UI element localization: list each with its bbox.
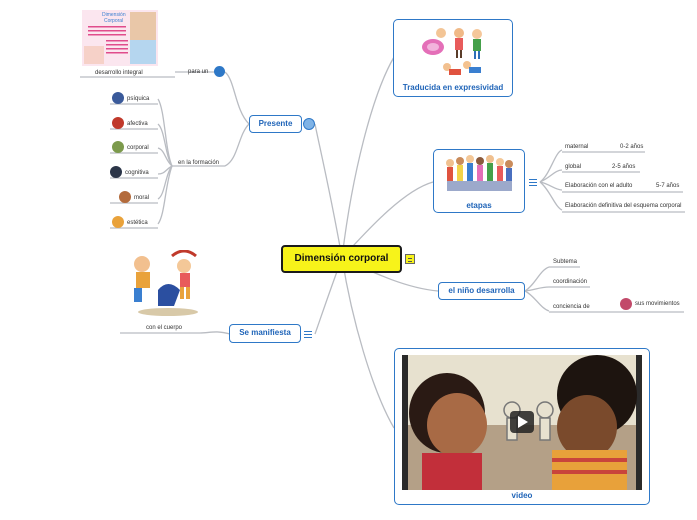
- kids-playing-image: [128, 250, 202, 320]
- dimension-poster-image: Dimensión Corporal: [82, 10, 158, 66]
- children-group-image: [446, 155, 513, 191]
- video-thumbnail[interactable]: [402, 355, 642, 490]
- poster-subtitle: Corporal: [104, 18, 123, 24]
- poster-title: Dimensión: [102, 12, 126, 18]
- nino-node[interactable]: el niño desarrolla: [438, 282, 525, 300]
- wordpress-icon[interactable]: [214, 66, 225, 77]
- formacion-item[interactable]: estética: [127, 220, 148, 226]
- link-traducida: [341, 56, 395, 259]
- girl-face-icon: [620, 298, 632, 310]
- central-node[interactable]: Dimensión corporal: [281, 245, 402, 273]
- etapas-title: etapas: [466, 201, 492, 210]
- traducida-node[interactable]: Traducida en expresividad: [393, 19, 513, 97]
- link-video: [341, 257, 395, 429]
- menu-lines-icon: [304, 331, 312, 338]
- nino-item[interactable]: conciencia de: [553, 304, 590, 310]
- formacion-item[interactable]: afectiva: [127, 121, 148, 127]
- nino-movimientos[interactable]: sus movimientos: [635, 301, 680, 307]
- etapa-item[interactable]: Elaboración definitiva del esquema corpo…: [565, 203, 682, 209]
- etapas-node[interactable]: etapas: [433, 149, 525, 213]
- link-presente: [314, 123, 343, 259]
- formacion-item[interactable]: corporal: [127, 145, 149, 151]
- traducida-title: Traducida en expresividad: [402, 83, 504, 92]
- cuerpo-label[interactable]: con el cuerpo: [146, 325, 183, 331]
- formacion-item[interactable]: cognitiva: [125, 170, 149, 176]
- menu-lines-icon: [529, 179, 537, 186]
- formacion-item[interactable]: psíquica: [127, 96, 150, 102]
- palette-icon: [112, 216, 124, 228]
- etapa-item[interactable]: Elaboración con el adulto: [565, 183, 633, 189]
- etapa-age: 0-2 años: [620, 144, 644, 150]
- etapa-age: 2-5 años: [612, 164, 636, 170]
- nino-item[interactable]: coordinación: [553, 279, 588, 285]
- para-un-label: para un: [188, 69, 209, 75]
- kids-musicians-image: [422, 28, 482, 75]
- graduate-icon: [110, 166, 122, 178]
- formacion-item[interactable]: moral: [134, 195, 150, 201]
- psiquica-icon: [112, 92, 124, 104]
- video-title: video: [511, 491, 533, 500]
- etapa-item[interactable]: maternal: [565, 144, 589, 150]
- manifiesta-node[interactable]: Se manifiesta: [229, 324, 301, 343]
- nino-item[interactable]: Subtema: [553, 259, 578, 265]
- video-node[interactable]: video: [394, 348, 650, 505]
- heart-icon: [112, 117, 124, 129]
- note-icon[interactable]: [405, 254, 415, 264]
- presente-node[interactable]: Presente: [249, 115, 302, 133]
- desarrollo-label[interactable]: desarrollo integral: [95, 70, 143, 76]
- face-icon: [119, 191, 131, 203]
- globe-icon[interactable]: [303, 118, 315, 130]
- people-icon: [112, 141, 124, 153]
- etapa-item[interactable]: global: [565, 164, 582, 170]
- formacion-label[interactable]: en la formación: [178, 160, 220, 166]
- etapa-age: 5-7 años: [656, 183, 680, 189]
